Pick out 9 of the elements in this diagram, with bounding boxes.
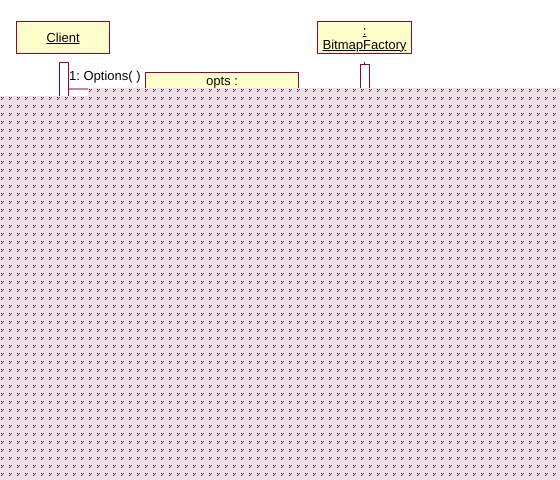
message-label: 1: Options( ) (69, 68, 141, 83)
activation-bar (59, 62, 69, 98)
object-box (16, 21, 110, 54)
object-name: : BitmapFactory (322, 24, 408, 52)
message-line (68, 88, 88, 90)
activation-bar (360, 64, 370, 90)
object-name: Client (46, 30, 80, 44)
object-name: opts : (206, 74, 238, 88)
object-box (317, 21, 412, 54)
